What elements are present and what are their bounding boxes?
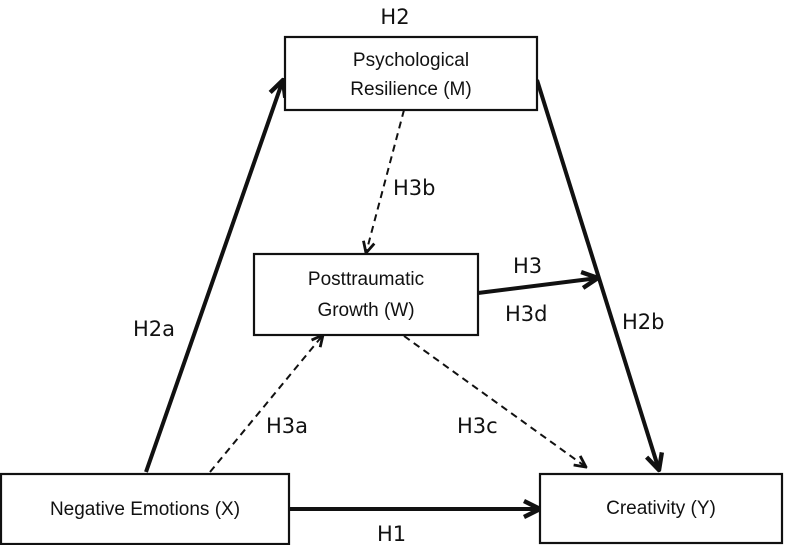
path-h3-arrow	[477, 278, 598, 295]
path-h3c-arrow	[403, 335, 586, 467]
label-h3c: H3c	[457, 414, 498, 438]
label-h1: H1	[377, 522, 406, 545]
path-h2b-arrow	[535, 79, 659, 470]
node-y-label: Creativity (Y)	[606, 498, 716, 519]
node-psychological-resilience: Psychological Resilience (M)	[283, 35, 539, 112]
path-h3b-arrow	[366, 109, 405, 253]
node-creativity: Creativity (Y)	[538, 472, 784, 545]
label-h2b: H2b	[622, 310, 664, 334]
label-h3a: H3a	[266, 414, 308, 438]
node-w-line-2: Growth (W)	[317, 300, 414, 321]
node-m-line-1: Psychological	[353, 50, 469, 71]
path-h3a-arrow	[209, 335, 323, 473]
path-h2a-arrow	[144, 80, 283, 473]
node-w-line-1: Posttraumatic	[308, 269, 424, 290]
node-x-label: Negative Emotions (X)	[50, 499, 240, 520]
label-h2a: H2a	[133, 317, 175, 341]
node-posttraumatic-growth: Posttraumatic Growth (W)	[252, 252, 480, 337]
diagram-title: H2	[380, 5, 409, 29]
label-h3: H3	[513, 254, 542, 278]
label-h3b: H3b	[393, 176, 435, 200]
node-m-line-2: Resilience (M)	[350, 79, 471, 100]
label-h3d: H3d	[505, 302, 547, 326]
node-negative-emotions: Negative Emotions (X)	[0, 472, 291, 545]
